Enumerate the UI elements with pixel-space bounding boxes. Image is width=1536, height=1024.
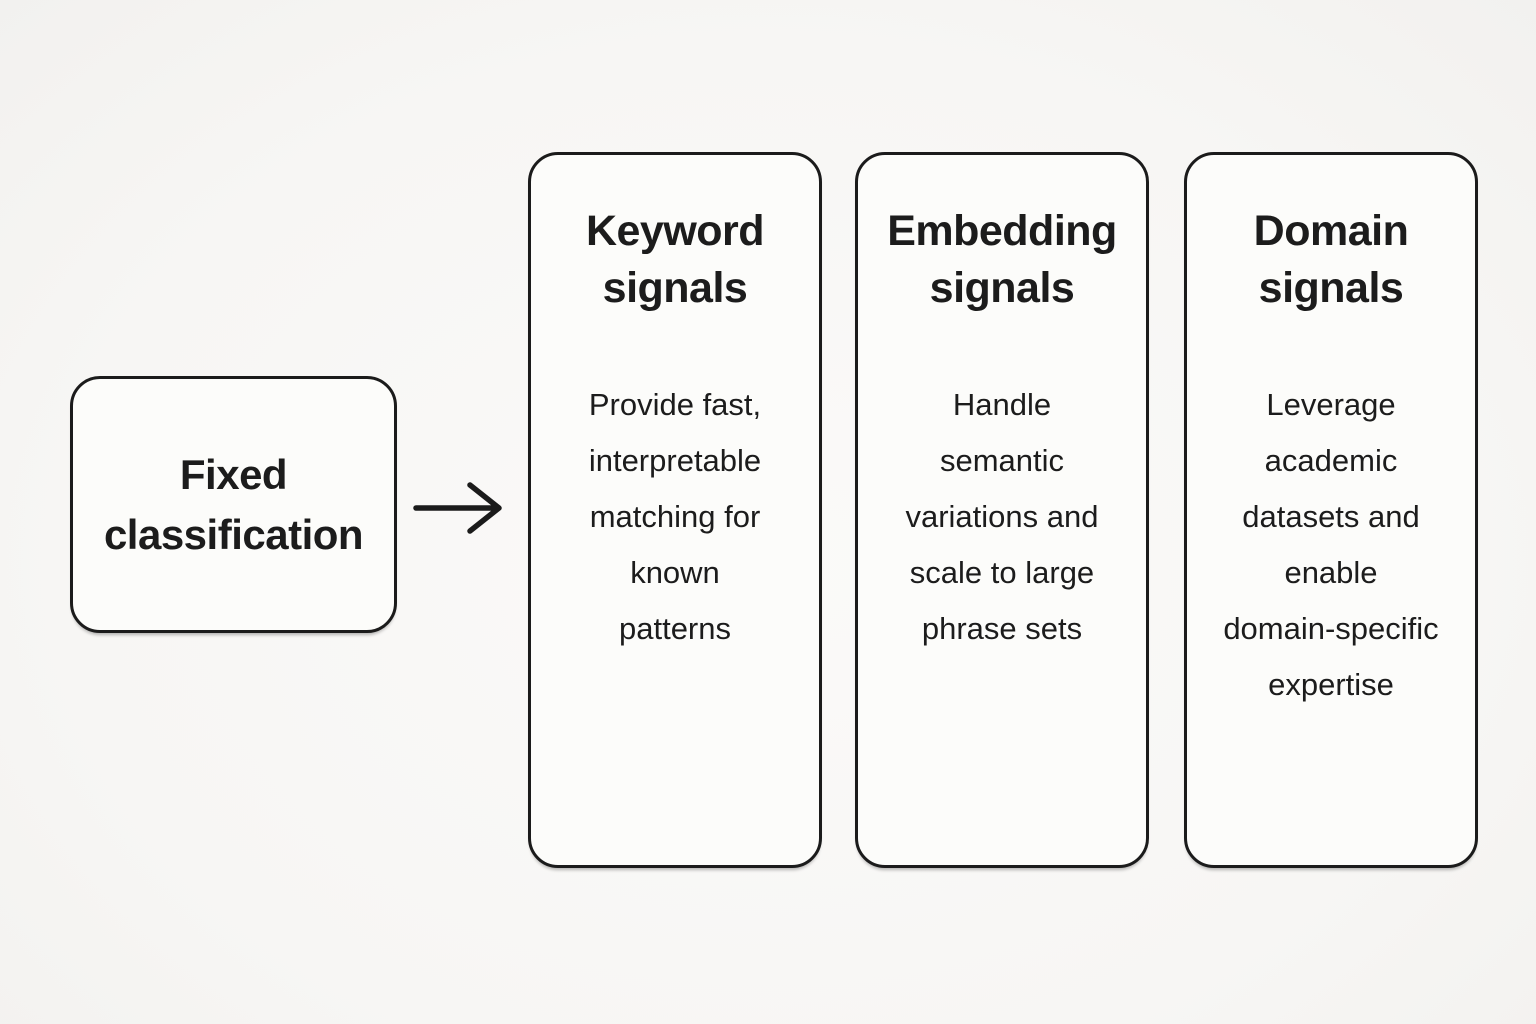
node-keyword-signals: Keyword signals Provide fast, interpreta… bbox=[528, 152, 822, 868]
keyword-signals-title: Keyword signals bbox=[585, 207, 765, 312]
right-arrow-icon bbox=[413, 482, 502, 534]
node-domain-signals: Domain signals Leverage academic dataset… bbox=[1184, 152, 1478, 868]
node-embedding-signals: Embedding signals Handle semantic variat… bbox=[855, 152, 1149, 868]
embedding-signals-title: Embedding signals bbox=[887, 207, 1117, 312]
fixed-classification-label: Fixed classification bbox=[103, 450, 364, 558]
domain-signals-title: Domain signals bbox=[1253, 207, 1409, 312]
domain-signals-description: Leverage academic datasets and enable do… bbox=[1223, 387, 1439, 702]
node-fixed-classification: Fixed classification bbox=[70, 376, 397, 633]
right-arrow-path bbox=[413, 482, 502, 534]
embedding-signals-description: Handle semantic variations and scale to … bbox=[905, 387, 1099, 646]
keyword-signals-description: Provide fast, interpretable matching for… bbox=[588, 387, 762, 646]
